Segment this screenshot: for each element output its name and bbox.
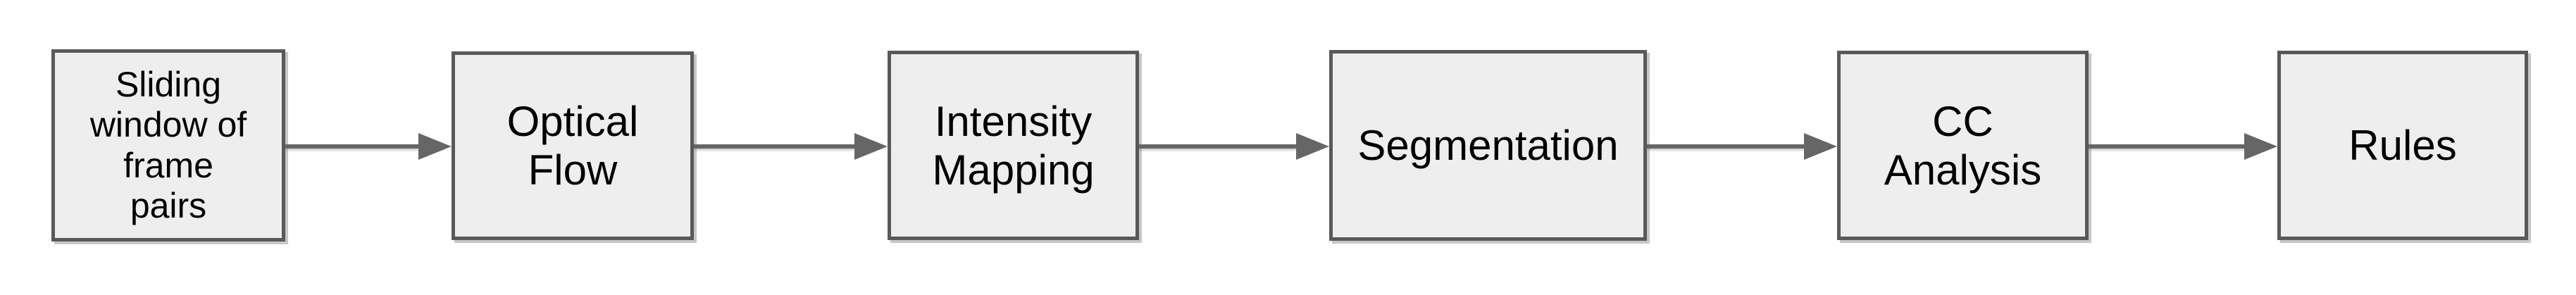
box-label: Segmentation bbox=[1357, 122, 1619, 169]
box-label: Sliding window of frame pairs bbox=[89, 64, 247, 226]
flow-connector bbox=[1139, 133, 1329, 160]
arrow-right-icon bbox=[418, 133, 452, 160]
box-optical-flow: Optical Flow bbox=[452, 51, 694, 240]
arrow-right-icon bbox=[2244, 133, 2277, 160]
box-label: CC Analysis bbox=[1884, 97, 2042, 194]
arrow-right-icon bbox=[1296, 133, 1329, 160]
flow-connector bbox=[2089, 133, 2277, 160]
box-segmentation: Segmentation bbox=[1329, 50, 1647, 241]
box-rules: Rules bbox=[2277, 51, 2528, 240]
arrow-right-icon bbox=[1804, 133, 1837, 160]
box-label: Optical Flow bbox=[506, 98, 639, 194]
box-label: Intensity Mapping bbox=[932, 97, 1095, 194]
flow-connector bbox=[1647, 133, 1837, 160]
flow-connector bbox=[694, 133, 888, 160]
box-label: Rules bbox=[2348, 122, 2457, 169]
arrow-right-icon bbox=[854, 133, 888, 160]
box-cc-analysis: CC Analysis bbox=[1837, 51, 2089, 240]
flow-connector bbox=[285, 133, 452, 160]
box-sliding-window-of-frame-pairs: Sliding window of frame pairs bbox=[51, 49, 285, 241]
box-intensity-mapping: Intensity Mapping bbox=[888, 51, 1139, 240]
